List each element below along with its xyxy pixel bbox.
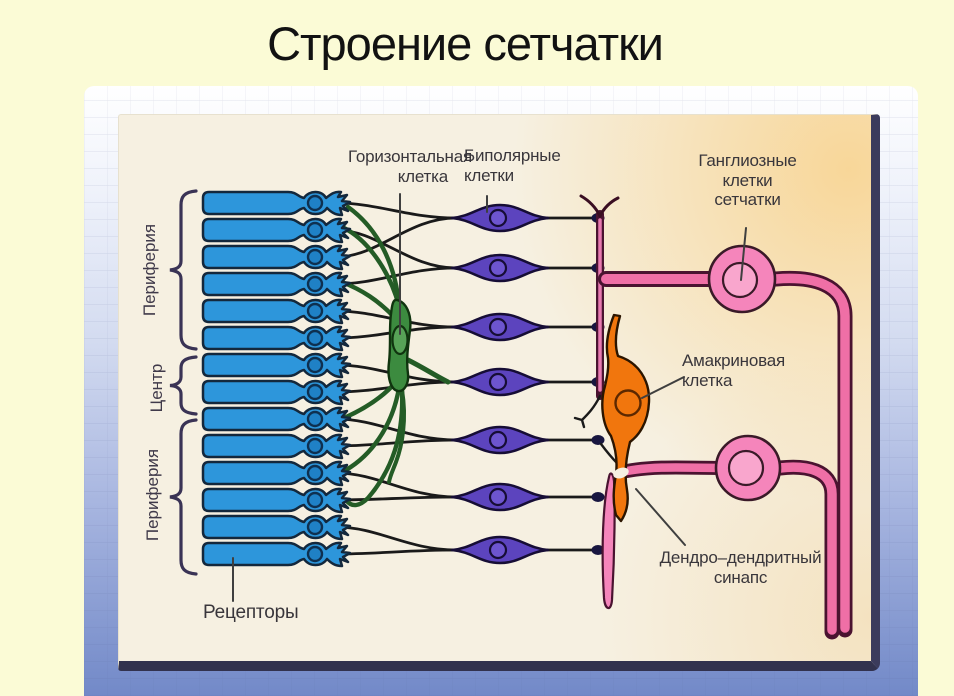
bipolar-cell [450,425,550,455]
receptor-cell [201,217,352,244]
receptor-bipolar-line [334,525,458,552]
axon-terminal-bulb [591,545,605,555]
bipolar-cells [450,203,550,565]
axon-terminal-bulb [591,492,605,502]
amacrine-nucleus [614,389,642,417]
receptor-cell [201,433,352,460]
horizontal-cell [387,298,412,393]
receptor-cell [201,379,352,406]
bipolar-cell [450,253,550,283]
ganglion-bottom-nucleus [727,449,765,487]
amacrine-pointer [641,376,685,399]
ganglion-dendrite-trunk [573,194,620,465]
page-title: Строение сетчатки [267,17,664,70]
receptor-cell [201,406,352,433]
ganglion-tubes [598,270,853,640]
bipolar-cell [450,535,550,565]
label-pointer-lines [232,193,747,602]
amacrine-cell-label: Амакриновая клетка [682,351,786,390]
receptor-bipolar-line [334,417,458,442]
horizontal-cell-label: Горизонтальная клетка [348,147,472,186]
zone-braces [169,189,198,576]
receptor-cell [201,325,352,352]
receptor-cell [201,487,352,514]
bipolar-cells-label: Биполярные клетки [464,146,561,185]
receptor-cell [201,352,352,379]
receptor-cell [201,298,352,325]
dendro-pointer [635,488,686,546]
lower-dendrite-strip [601,472,616,610]
bipolar-axons [542,213,605,555]
dendro-dendritic-synapse [613,467,629,479]
receptor-bipolar-line [334,495,458,502]
receptors-label: Рецепторы [203,602,299,623]
receptor-cell [201,271,352,298]
receptor-cell [201,190,352,217]
receptor-bipolar-line [334,471,458,499]
ganglion-cell-bottom [714,434,782,502]
bipolar-cell [450,312,550,342]
bipolar-cell [450,367,550,397]
receptor-cell [201,541,352,568]
brace-periphery-bottom [169,418,198,576]
receptor-cell [201,514,352,541]
receptor-bipolar-line [334,548,458,556]
dendro-synapse-label: Дендро–дендритный синапс [659,548,822,587]
receptor-cell [201,244,352,271]
receptor-cell [201,460,352,487]
zone-label-periphery-top: Периферия [140,223,159,317]
ganglion-pointer [740,227,747,281]
amacrine-cell [601,313,651,523]
brace-center [169,355,198,416]
ganglion-cells-label: Ганглиозные клетки сетчатки [698,151,797,210]
bipolar-cell [450,482,550,512]
zone-label-center: Центр [147,363,166,413]
brace-periphery-top [169,189,198,351]
bipolar-cell [450,203,550,233]
zone-label-periphery-bottom: Периферия [143,448,162,542]
receptor-cells [201,190,352,568]
axon-terminal-bulb [591,435,605,445]
